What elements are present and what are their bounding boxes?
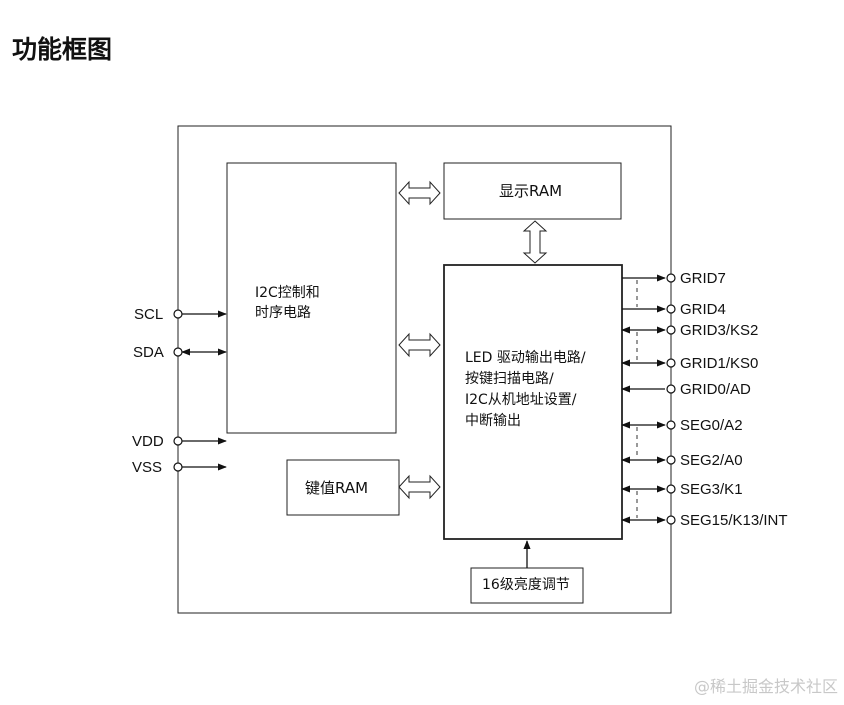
double-arrow-keyram-leddrive <box>398 474 441 500</box>
led-drive-line-2: 按键扫描电路/ <box>465 371 554 387</box>
i2c-control-block <box>226 162 397 434</box>
vdd-pin <box>173 436 183 446</box>
watermark: @稀土掘金技术社区 <box>693 677 838 696</box>
led-drive-line-3: I2C从机地址设置/ <box>465 392 577 408</box>
pin-label-seg0-a2: SEG0/A2 <box>680 417 743 434</box>
led-drive-line-4: 中断输出 <box>465 413 521 429</box>
right-pins <box>666 273 676 525</box>
pin-label-grid4: GRID4 <box>680 301 726 318</box>
vss-pin <box>173 462 183 472</box>
i2c-control-label: I2C控制和 时序电路 <box>255 283 320 323</box>
pin-label-grid0-ad: GRID0/AD <box>680 381 751 398</box>
pin-label-vdd: VDD <box>132 433 164 450</box>
led-drive-line-1: LED 驱动输出电路/ <box>465 350 586 366</box>
double-arrow-i2c-leddrive <box>398 332 441 358</box>
right-pin-lines <box>621 274 666 524</box>
scl-pin <box>173 309 183 319</box>
i2c-control-line-2: 时序电路 <box>255 305 311 321</box>
double-arrow-i2c-displayram <box>398 180 441 206</box>
i2c-control-line-1: I2C控制和 <box>255 285 320 301</box>
pin-label-seg3-k1: SEG3/K1 <box>680 481 743 498</box>
led-drive-block <box>443 264 623 540</box>
brightness-label: 16级亮度调节 <box>482 577 570 593</box>
sda-pin <box>173 347 183 357</box>
pin-label-scl: SCL <box>134 306 164 323</box>
pin-label-seg15-k13-int: SEG15/K13/INT <box>680 512 788 529</box>
display-ram-block <box>443 162 622 220</box>
pin-label-grid7: GRID7 <box>680 270 726 287</box>
pin-label-vss: VSS <box>132 459 163 476</box>
pin-label-grid3-ks2: GRID3/KS2 <box>680 322 759 339</box>
pin-label-seg2-a0: SEG2/A0 <box>680 452 743 469</box>
pin-label-grid1-ks0: GRID1/KS0 <box>680 355 759 372</box>
page-title: 功能框图 <box>12 35 113 64</box>
pin-label-sda: SDA <box>133 344 164 361</box>
double-arrow-displayram-leddrive <box>522 220 548 264</box>
key-ram-label: 键值RAM <box>305 479 369 497</box>
chip-outline <box>177 125 672 614</box>
led-drive-label: LED 驱动输出电路/ 按键扫描电路/ I2C从机地址设置/ 中断输出 <box>465 348 586 432</box>
display-ram-label: 显示RAM <box>499 182 563 200</box>
